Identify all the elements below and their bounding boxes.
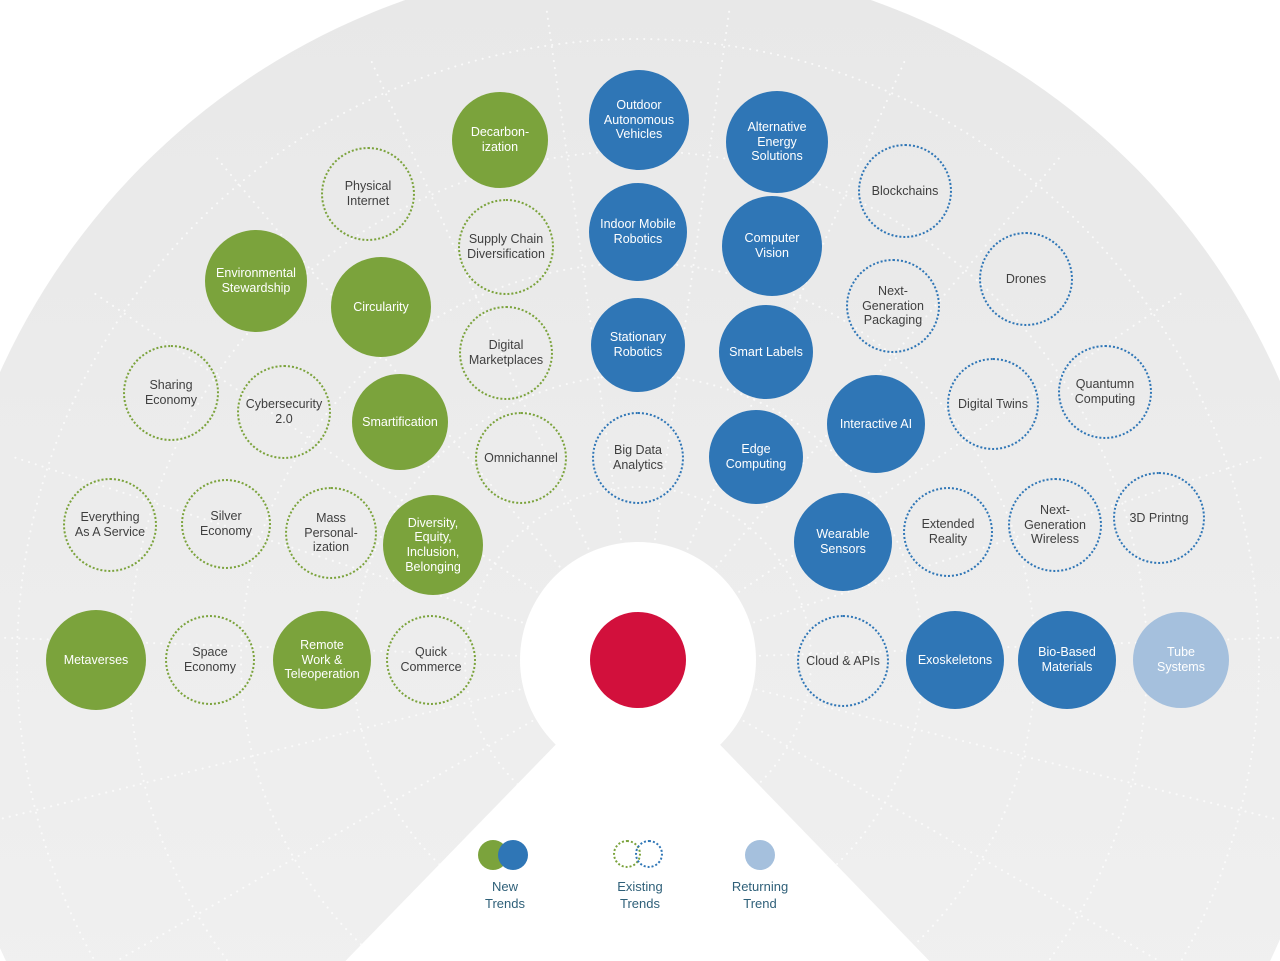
trend-metaverses[interactable]: Metaverses xyxy=(46,610,146,710)
legend-label: Existing Trends xyxy=(617,879,663,911)
trend-circularity[interactable]: Circularity xyxy=(331,257,431,357)
trend-quantumn-computing[interactable]: Quantumn Computing xyxy=(1058,345,1152,439)
trend-mass-personal-ization[interactable]: Mass Personal- ization xyxy=(285,487,377,579)
trend-everything-as-a-service[interactable]: Everything As A Service xyxy=(63,478,157,572)
trend-stationary-robotics[interactable]: Stationary Robotics xyxy=(591,298,685,392)
trend-indoor-mobile-robotics[interactable]: Indoor Mobile Robotics xyxy=(589,183,687,281)
trend-next-generation-wireless[interactable]: Next- Generation Wireless xyxy=(1008,478,1102,572)
trend-wearable-sensors[interactable]: Wearable Sensors xyxy=(794,493,892,591)
trend-extended-reality[interactable]: Extended Reality xyxy=(903,487,993,577)
trend-environmental-stewardship[interactable]: Environmental Stewardship xyxy=(205,230,307,332)
trend-smartification[interactable]: Smartification xyxy=(352,374,448,470)
trend-space-economy[interactable]: Space Economy xyxy=(165,615,255,705)
trend-blockchains[interactable]: Blockchains xyxy=(858,144,952,238)
legend-returning-circle xyxy=(745,840,775,870)
trend-next-generation-packaging[interactable]: Next- Generation Packaging xyxy=(846,259,940,353)
trend-silver-economy[interactable]: Silver Economy xyxy=(181,479,271,569)
trend-bio-based-materials[interactable]: Bio-Based Materials xyxy=(1018,611,1116,709)
trend-sharing-economy[interactable]: Sharing Economy xyxy=(123,345,219,441)
legend-new-icon xyxy=(478,838,532,872)
trend-3d-printng[interactable]: 3D Printng xyxy=(1113,472,1205,564)
trend-quick-commerce[interactable]: Quick Commerce xyxy=(386,615,476,705)
legend-label: New Trends xyxy=(485,879,525,911)
trend-smart-labels[interactable]: Smart Labels xyxy=(719,305,813,399)
legend-label: Returning Trend xyxy=(731,879,789,911)
trend-cybersecurity-2-0[interactable]: Cybersecurity 2.0 xyxy=(237,365,331,459)
legend-item-returning-trend: Returning Trend xyxy=(712,838,808,913)
trend-cloud-apis[interactable]: Cloud & APIs xyxy=(797,615,889,707)
legend-existing-icon xyxy=(613,838,667,872)
trend-drones[interactable]: Drones xyxy=(979,232,1073,326)
trend-supply-chain-diversification[interactable]: Supply Chain Diversification xyxy=(458,199,554,295)
trend-computer-vision[interactable]: Computer Vision xyxy=(722,196,822,296)
legend-returning-icon xyxy=(733,838,787,872)
trend-decarbon-ization[interactable]: Decarbon- ization xyxy=(452,92,548,188)
trend-outdoor-autonomous-vehicles[interactable]: Outdoor Autonomous Vehicles xyxy=(589,70,689,170)
trend-physical-internet[interactable]: Physical Internet xyxy=(321,147,415,241)
trend-digital-twins[interactable]: Digital Twins xyxy=(947,358,1039,450)
trend-exoskeletons[interactable]: Exoskeletons xyxy=(906,611,1004,709)
legend-new-blue-circle xyxy=(498,840,528,870)
legend-item-new-trends: New Trends xyxy=(457,838,553,913)
radar-center-dot xyxy=(590,612,686,708)
trend-interactive-ai[interactable]: Interactive AI xyxy=(827,375,925,473)
trend-diversity-equity-inclusion-belonging[interactable]: Diversity, Equity, Inclusion, Belonging xyxy=(383,495,483,595)
trend-digital-marketplaces[interactable]: Digital Marketplaces xyxy=(459,306,553,400)
legend-item-existing-trends: Existing Trends xyxy=(592,838,688,913)
trend-edge-computing[interactable]: Edge Computing xyxy=(709,410,803,504)
trend-remote-work-teleoperation[interactable]: Remote Work & Teleoperation xyxy=(273,611,371,709)
trend-big-data-analytics[interactable]: Big Data Analytics xyxy=(592,412,684,504)
trend-omnichannel[interactable]: Omnichannel xyxy=(475,412,567,504)
trend-alternative-energy-solutions[interactable]: Alternative Energy Solutions xyxy=(726,91,828,193)
trend-tube-systems[interactable]: Tube Systems xyxy=(1133,612,1229,708)
legend-existing-blue-circle xyxy=(635,840,663,868)
